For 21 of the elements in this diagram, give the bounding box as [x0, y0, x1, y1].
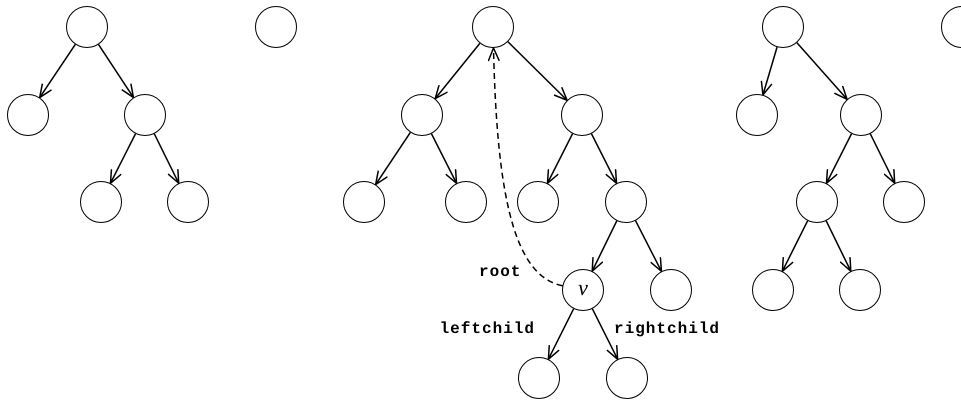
arrow: [826, 220, 852, 272]
arrow: [548, 308, 574, 360]
arrow: [110, 133, 136, 184]
arrow: [760, 46, 778, 96]
arrow: [634, 220, 662, 272]
arrow: [782, 220, 808, 272]
arrow: [434, 42, 480, 100]
arrow: [154, 134, 180, 184]
arrow: [796, 42, 848, 100]
arrow: [590, 133, 618, 184]
arrow: [38, 44, 76, 98]
arrow: [591, 220, 618, 272]
arrow: [430, 133, 458, 184]
arrow: [826, 133, 852, 184]
dashed-arrow: [488, 47, 563, 286]
arrow: [507, 41, 568, 101]
arrow: [546, 133, 574, 184]
arrow: [870, 134, 896, 184]
arrow: [98, 44, 134, 98]
arrow: [592, 308, 618, 360]
arrow: [374, 132, 411, 186]
